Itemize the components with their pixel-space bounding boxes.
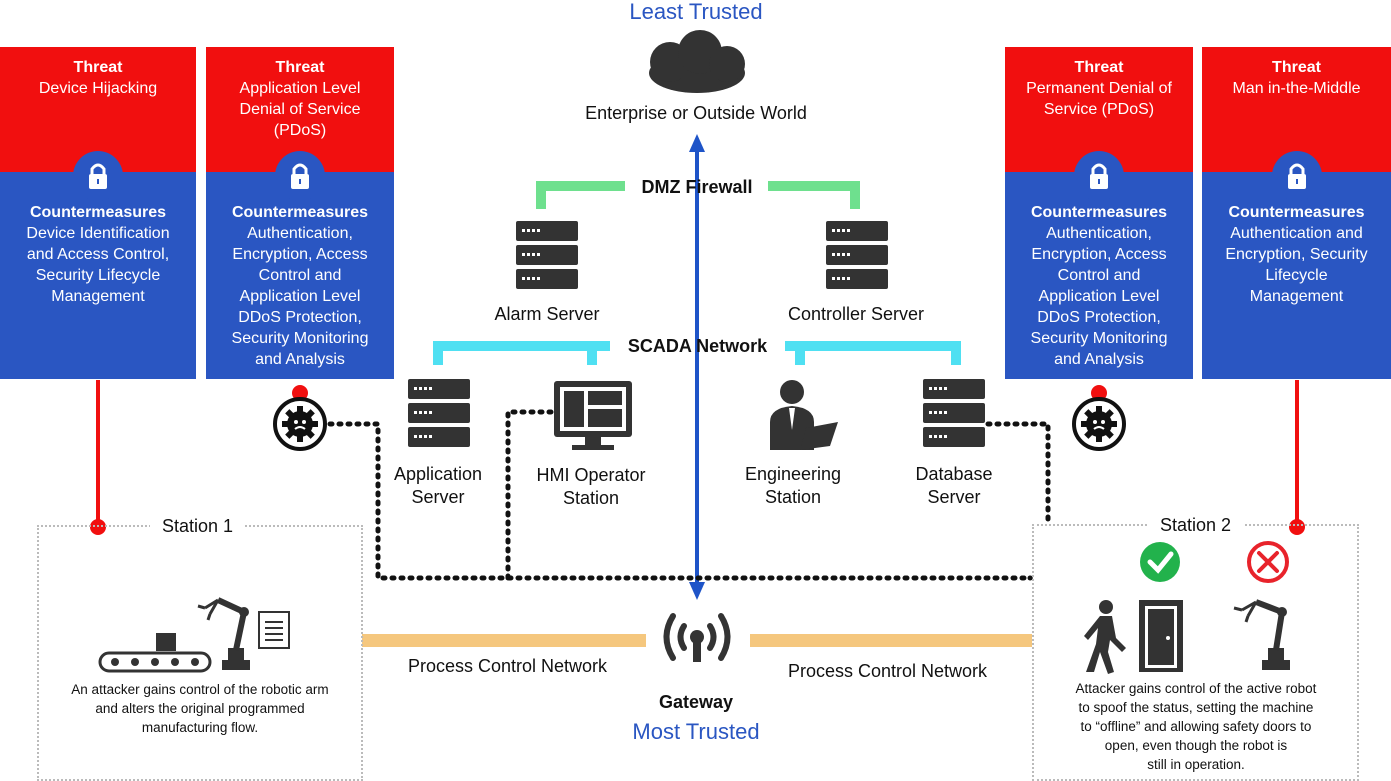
- station-1-box: [37, 525, 363, 781]
- threat-title: Threat: [1272, 59, 1321, 76]
- scada-network-label: SCADA Network: [627, 336, 768, 356]
- countermeasure-line: Security Monitoring: [1030, 330, 1168, 347]
- countermeasure-line: Authentication,: [247, 225, 353, 242]
- countermeasure-line: Authentication and: [1230, 225, 1363, 242]
- countermeasure-line: and Analysis: [1054, 351, 1144, 368]
- check-icon: [1140, 542, 1180, 582]
- threat-line: Denial of Service: [239, 101, 361, 118]
- countermeasure-line: Lifecycle: [1265, 267, 1328, 284]
- countermeasures-title: Countermeasures: [1030, 204, 1168, 221]
- alarm-server-icon: [516, 221, 578, 289]
- engineering-station-label: Engineering Station: [744, 464, 842, 507]
- threat-card-pdos: Threat Permanent Denial of Service (PDoS…: [1005, 47, 1193, 379]
- countermeasure-line: Control and: [258, 267, 342, 284]
- door-icon: [1139, 600, 1183, 672]
- countermeasures-title: Countermeasures: [231, 204, 369, 221]
- countermeasure-line: and Analysis: [255, 351, 345, 368]
- countermeasure-line: Encryption, Security: [1225, 246, 1368, 263]
- threat-line: Permanent Denial of: [1026, 80, 1172, 97]
- countermeasure-line: Security Lifecycle: [35, 267, 161, 284]
- station-1-description: An attacker gains control of the robotic…: [71, 682, 329, 735]
- threat-title: Threat: [73, 59, 123, 76]
- pcn-right-label: Process Control Network: [787, 661, 988, 681]
- threat-line: Device Hijacking: [38, 80, 158, 97]
- threat-line: Man in-the-Middle: [1232, 80, 1361, 97]
- station-1-title: Station 1: [150, 515, 245, 538]
- countermeasures-title: Countermeasures: [29, 204, 167, 221]
- threat-line: Service (PDoS): [1043, 101, 1155, 118]
- countermeasure-line: Authentication,: [1046, 225, 1152, 242]
- attacker-left-icon: [273, 397, 327, 451]
- threat-card-mitm: Threat Man in-the-Middle Countermeasures…: [1202, 47, 1391, 379]
- station-2-title: Station 2: [1148, 514, 1243, 537]
- countermeasure-line: Management: [1249, 288, 1344, 305]
- gateway-label: Gateway: [658, 692, 734, 712]
- monitor-icon: [554, 381, 632, 450]
- lock-icon: [73, 151, 123, 201]
- countermeasures-title: Countermeasures: [1228, 204, 1365, 221]
- countermeasure-line: Management: [51, 288, 145, 305]
- threat-line: Application Level: [239, 80, 361, 97]
- countermeasure-line: and Access Control,: [26, 246, 170, 263]
- cloud-icon: [649, 30, 745, 93]
- countermeasure-line: Application Level: [1038, 288, 1160, 305]
- countermeasure-line: Security Monitoring: [231, 330, 369, 347]
- dmz-firewall-label: DMZ Firewall: [641, 177, 753, 197]
- countermeasure-line: DDoS Protection,: [1037, 309, 1161, 326]
- database-server-label: Database Server: [915, 464, 993, 507]
- cross-icon: [1247, 541, 1289, 583]
- threat-line: (PDoS): [273, 122, 327, 139]
- countermeasure-line: Device Identification: [26, 225, 170, 242]
- hmi-station-label: HMI Operator Station: [536, 465, 646, 508]
- countermeasure-line: Encryption, Access: [1031, 246, 1167, 263]
- controller-server-icon: [826, 221, 888, 289]
- station-2-description: Attacker gains control of the active rob…: [1075, 681, 1317, 772]
- pcn-left-label: Process Control Network: [407, 656, 608, 676]
- countermeasure-line: Encryption, Access: [232, 246, 368, 263]
- controller-server-label: Controller Server: [787, 304, 925, 324]
- attacker-right-icon: [1072, 397, 1126, 451]
- threat-card-app-dos: Threat Application Level Denial of Servi…: [206, 47, 394, 379]
- threat-title: Threat: [275, 59, 325, 76]
- application-server-icon: [408, 379, 470, 447]
- alarm-server-label: Alarm Server: [494, 304, 600, 324]
- lock-icon: [275, 151, 325, 201]
- robot-arm-icon: [1233, 599, 1290, 670]
- least-trusted-label: Least Trusted: [629, 0, 763, 24]
- lock-icon: [1074, 151, 1124, 201]
- conveyor-robot-icon: [98, 597, 290, 673]
- database-server-icon: [923, 379, 985, 447]
- walking-person-icon: [1084, 600, 1126, 674]
- engineer-icon: [770, 380, 838, 450]
- wifi-antenna-icon: [663, 613, 731, 661]
- threat-card-device-hijacking: Threat Device Hijacking Countermeasures …: [0, 47, 196, 379]
- threat-title: Threat: [1074, 59, 1124, 76]
- application-server-label: Application Server: [393, 464, 483, 507]
- countermeasure-line: DDoS Protection,: [238, 309, 362, 326]
- lock-icon: [1272, 151, 1322, 201]
- countermeasure-line: Application Level: [239, 288, 361, 305]
- most-trusted-label: Most Trusted: [632, 719, 760, 744]
- enterprise-label: Enterprise or Outside World: [585, 103, 807, 123]
- countermeasure-line: Control and: [1057, 267, 1141, 284]
